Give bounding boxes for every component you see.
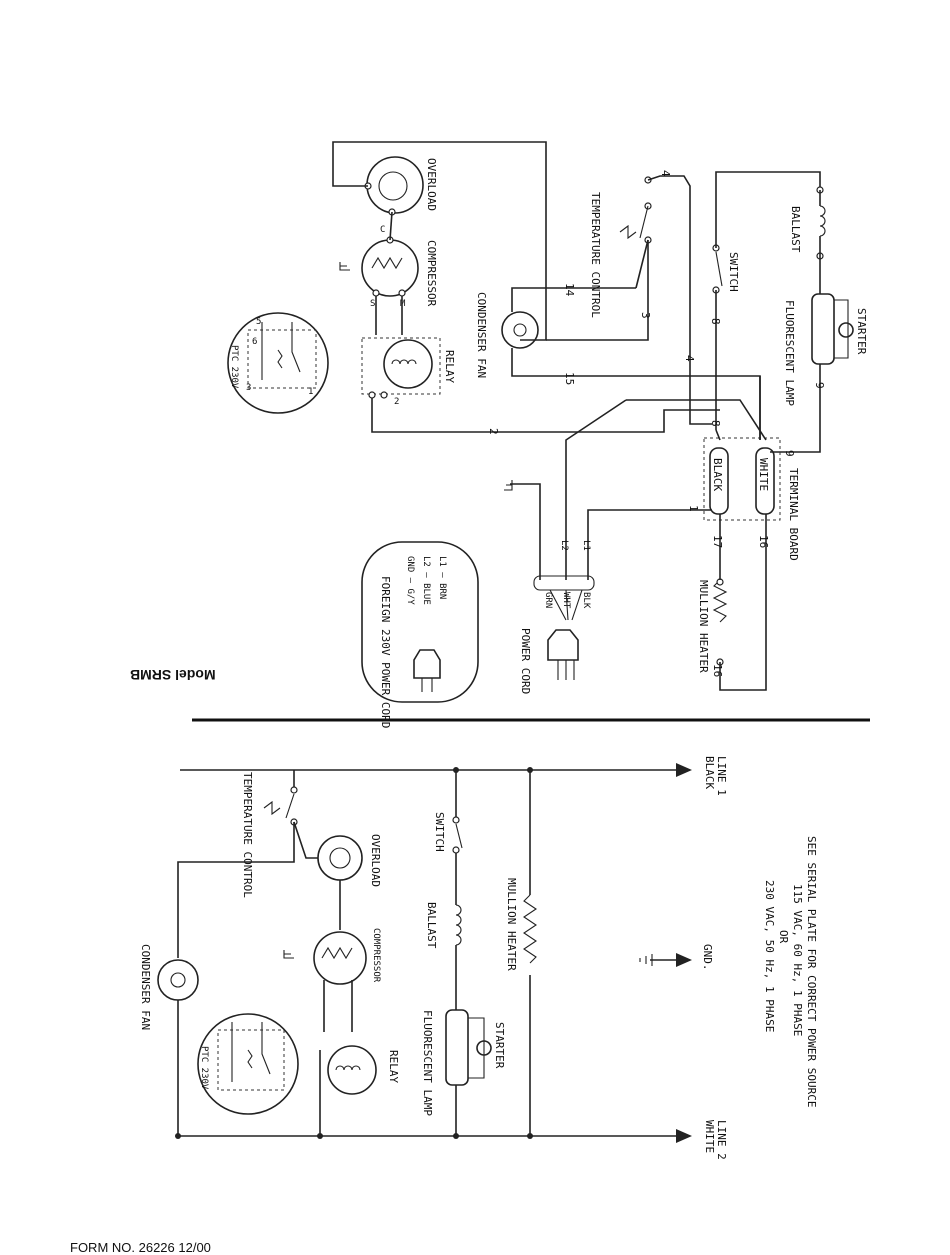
wire-number-15: 15 (563, 372, 576, 385)
mullion-heater-pictorial: MULLION HEATER (697, 578, 728, 673)
schematic-relay-label: RELAY (387, 1050, 400, 1083)
wire-number-8b: 8 (709, 420, 722, 427)
foreign-gnd-label: GND — G/Y (405, 556, 415, 605)
switch-pictorial: SWITCH (712, 244, 740, 294)
overload-label: OVERLOAD (425, 158, 438, 211)
terminal-board-label: TERMINAL BOARD (787, 468, 800, 561)
pin-s: S (370, 299, 375, 309)
foreign-cord-label: FOREIGN 230V POWER CORD (379, 576, 392, 728)
foreign-l1-label: L1 — BRN (437, 556, 447, 599)
wire-number-16b: 16 (711, 664, 724, 677)
power-note-line3: OR (777, 930, 790, 944)
ptc-pin-5: 5 (256, 317, 261, 327)
pin-m: M (400, 299, 406, 309)
line1-color-label: BLACK (703, 756, 716, 789)
cord-l2-label: L2 (559, 540, 569, 551)
power-note-line1: SEE SERIAL PLATE FOR CORRECT POWER SOURC… (805, 836, 818, 1108)
schematic-ptc-label: PTC 230V (199, 1046, 209, 1090)
wire-number-8a: 8 (709, 318, 722, 325)
relay-label: RELAY (443, 350, 456, 383)
gnd-label: GND. (701, 944, 714, 971)
temperature-control-pictorial: TEMPERATURE CONTROL (589, 176, 652, 318)
foreign-power-cord: L1 — BRN L2 — BLUE GND — G/Y FOREIGN 230… (361, 541, 479, 728)
schematic-switch-label: SWITCH (433, 812, 446, 852)
schematic-overload-label: OVERLOAD (369, 834, 382, 887)
wire-number-4a: 4 (659, 170, 672, 177)
wire-number-1: 1 (687, 505, 700, 512)
condenser-fan-pictorial: CONDENSER FAN (475, 292, 539, 378)
power-note-line4: 230 VAC, 50 Hz, 1 PHASE (763, 880, 776, 1032)
wire-number-17: 17 (711, 535, 724, 548)
terminal-board: BLACK WHITE TERMINAL BOARD (703, 437, 800, 561)
schematic-condenser-fan-label: CONDENSER FAN (139, 944, 152, 1030)
wire-number-9b: 9 (783, 450, 796, 457)
schematic-lamp-label: FLUORESCENT LAMP (421, 1010, 434, 1116)
ballast-label: BALLAST (789, 206, 802, 253)
compressor-label: COMPRESSOR (425, 240, 438, 307)
switch-label: SWITCH (727, 252, 740, 292)
wire-number-2: 2 (487, 428, 500, 435)
power-note-line2: 115 VAC, 60 Hz, 1 PHASE (791, 884, 804, 1036)
wire-number-16a: 16 (757, 535, 770, 548)
ptc-pin-1: 1 (308, 387, 313, 397)
pictorial-diagram: OVERLOAD C S M COMPRESSOR 2 RELAY (130, 141, 868, 728)
line2-label: LINE 2 (715, 1120, 728, 1160)
schematic-pin-c: COMPRESSOR (371, 928, 381, 983)
fluorescent-lamp-label: FLUORESCENT LAMP (783, 300, 796, 406)
line2-color-label: WHITE (703, 1120, 716, 1153)
relay-pictorial: 2 RELAY (361, 337, 456, 407)
wire-number-3: 3 (639, 312, 652, 319)
wire-number-9a: 9 (813, 382, 826, 389)
starter-label: STARTER (855, 308, 868, 355)
wire-number-4b: 4 (683, 355, 696, 362)
foreign-l2-label: L2 — BLUE (421, 556, 431, 605)
ptc-pictorial: 5 6 3 1 PTC 230V (227, 312, 329, 414)
overload-pictorial: OVERLOAD (364, 156, 438, 216)
temperature-control-label: TEMPERATURE CONTROL (589, 192, 602, 318)
ptc-label: PTC 230V (229, 345, 239, 389)
compressor-pictorial: C S M COMPRESSOR (339, 225, 438, 309)
cord-grn-label: GRN (543, 592, 553, 608)
schematic-temperature-control-label: TEMPERATURE CONTROL (241, 772, 254, 898)
schematic-starter-label: STARTER (493, 1022, 506, 1069)
fluorescent-lamp-pictorial: STARTER FLUORESCENT LAMP (783, 293, 868, 406)
cord-blk-label: BLK (581, 592, 591, 609)
pin-c: C (380, 225, 385, 235)
white-terminal-label: WHITE (757, 458, 770, 491)
schematic-ballast-label: BALLAST (425, 902, 438, 949)
line1-label: LINE 1 (715, 756, 728, 796)
ballast-pictorial: BALLAST (789, 186, 826, 260)
ptc-pin-6: 6 (252, 337, 257, 347)
cord-l1-label: L1 (581, 540, 591, 551)
model-label: Model SRMB (130, 667, 216, 683)
wire-number-14: 14 (563, 283, 576, 297)
power-cord: L1 L2 BLK WHT GRN POWER CORD (519, 540, 595, 694)
power-cord-label: POWER CORD (519, 628, 532, 694)
mullion-heater-label: MULLION HEATER (697, 580, 710, 673)
schematic-mullion-heater-label: MULLION HEATER (505, 878, 518, 971)
black-terminal-label: BLACK (711, 458, 724, 491)
schematic-diagram: LINE 1 BLACK LINE 2 WHITE GND. SEE SERIA… (139, 756, 818, 1160)
condenser-fan-label: CONDENSER FAN (475, 292, 488, 378)
cord-wht-label: WHT (561, 592, 571, 609)
ptc-pin-3: 3 (246, 383, 251, 393)
form-number: FORM NO. 26226 12/00 (70, 1240, 211, 1255)
relay-pin-2: 2 (394, 397, 399, 407)
